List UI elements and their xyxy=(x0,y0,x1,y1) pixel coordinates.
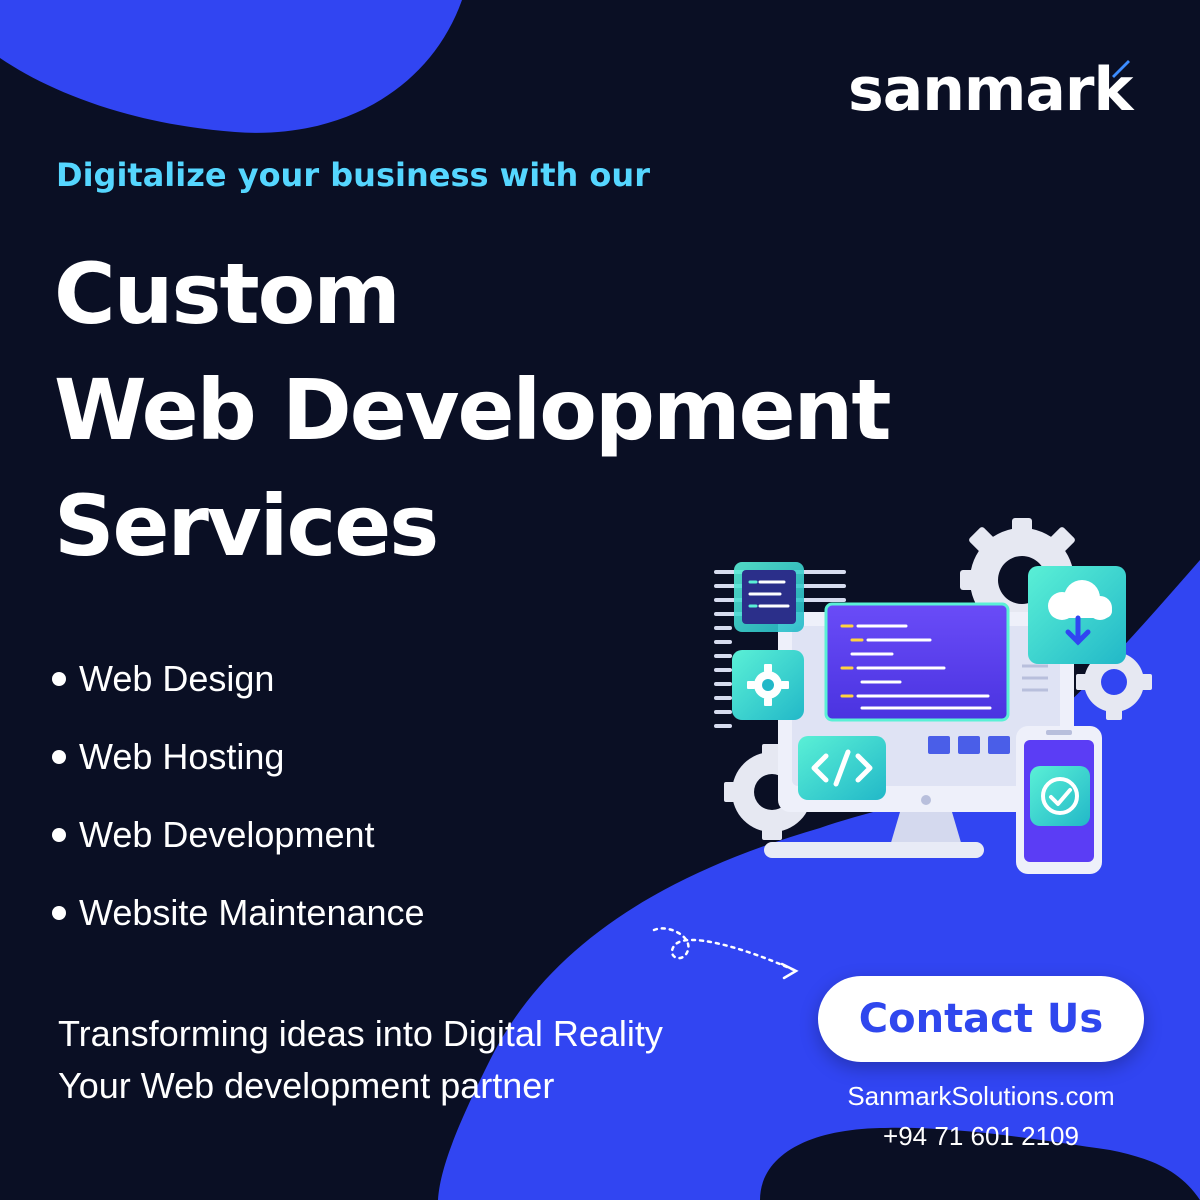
web-development-illustration xyxy=(714,518,1152,874)
arrow-squiggle-icon xyxy=(652,927,799,980)
document-tile xyxy=(734,562,804,632)
bullet-icon xyxy=(52,828,66,842)
service-item: Web Development xyxy=(52,796,425,874)
bullet-icon xyxy=(52,906,66,920)
service-label: Web Design xyxy=(79,658,275,699)
code-icon xyxy=(811,749,873,787)
headline: Custom Web Development Services xyxy=(54,236,892,584)
tagline: Digitalize your business with our xyxy=(56,156,650,194)
service-item: Web Design xyxy=(52,640,425,718)
cloud-download-icon xyxy=(1048,580,1112,620)
service-label: Web Development xyxy=(79,814,375,855)
slogan-line-1: Transforming ideas into Digital Reality xyxy=(58,1013,663,1054)
slogan: Transforming ideas into Digital Reality … xyxy=(58,1008,663,1112)
bullet-icon xyxy=(52,750,66,764)
phone xyxy=(1016,726,1102,874)
brand-logo: sanmark xyxy=(848,55,1133,125)
service-item: Website Maintenance xyxy=(52,874,425,952)
bullet-icon xyxy=(52,672,66,686)
slogan-line-2: Your Web development partner xyxy=(58,1065,555,1106)
contact-us-button[interactable]: Contact Us xyxy=(818,976,1144,1062)
code-tag-tile xyxy=(798,736,886,800)
service-item: Web Hosting xyxy=(52,718,425,796)
website-link[interactable]: SanmarkSolutions.com xyxy=(847,1081,1115,1111)
headline-line-3: Services xyxy=(54,477,439,575)
gear-icon xyxy=(747,664,789,706)
headline-line-1: Custom xyxy=(54,245,401,343)
phone-number: +94 71 601 2109 xyxy=(883,1121,1079,1151)
logo-accent-mark xyxy=(1112,60,1130,78)
service-label: Website Maintenance xyxy=(79,892,425,933)
service-label: Web Hosting xyxy=(79,736,285,777)
contact-info: SanmarkSolutions.com +94 71 601 2109 xyxy=(820,1076,1142,1156)
checkmark-icon xyxy=(1041,777,1079,815)
cloud-download-tile xyxy=(1028,566,1126,664)
settings-tile xyxy=(732,650,804,720)
headline-line-2: Web Development xyxy=(54,361,892,459)
top-blob xyxy=(0,0,462,133)
services-list: Web Design Web Hosting Web Development W… xyxy=(52,640,425,952)
code-window xyxy=(824,602,1010,722)
